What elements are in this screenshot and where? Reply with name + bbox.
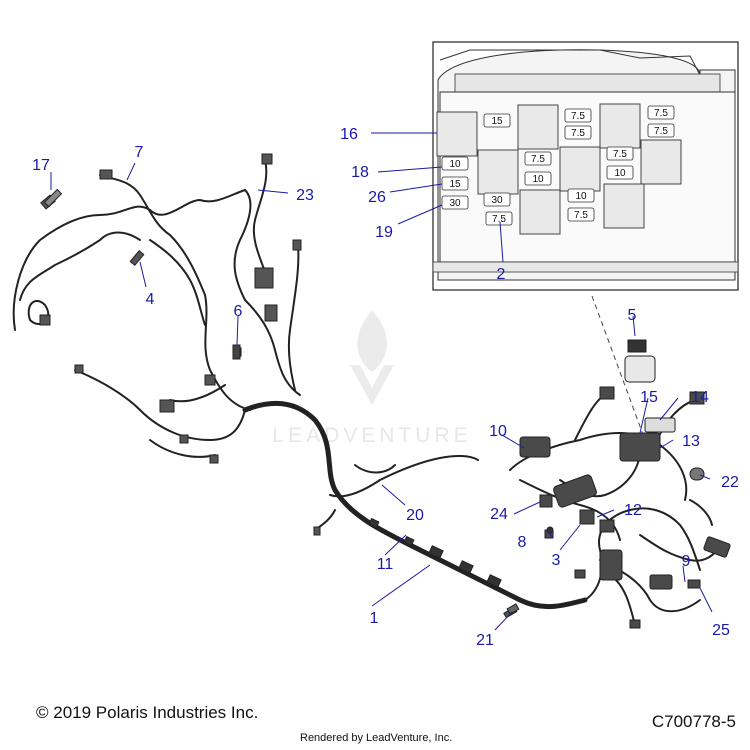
fuse-slots xyxy=(441,105,675,226)
callout-4: 4 xyxy=(146,291,155,308)
callout-9: 9 xyxy=(682,553,691,570)
upper-harness xyxy=(12,159,301,458)
svg-text:30: 30 xyxy=(449,198,461,209)
callout-23: 23 xyxy=(296,187,314,204)
svg-text:15: 15 xyxy=(491,116,503,127)
callout-26: 26 xyxy=(368,189,386,206)
leader-lines xyxy=(50,132,713,631)
drawing-number: C700778-5 xyxy=(651,712,736,731)
callout-6: 6 xyxy=(234,303,243,320)
upper-harness-connectors xyxy=(39,153,302,464)
relay-blocks xyxy=(436,103,682,235)
svg-text:10: 10 xyxy=(449,159,461,170)
svg-text:7.5: 7.5 xyxy=(531,154,545,165)
right-harness-connectors xyxy=(519,386,731,629)
callout-21: 21 xyxy=(476,632,494,649)
rendered-by-credit: Rendered by LeadVenture, Inc. xyxy=(300,732,453,744)
main-harness-sleeve xyxy=(313,517,518,619)
callout-24: 24 xyxy=(490,506,508,523)
callout-5: 5 xyxy=(628,307,637,324)
callout-2: 2 xyxy=(497,266,506,283)
watermark-text: LEADVENTURE xyxy=(272,424,471,447)
svg-text:7.5: 7.5 xyxy=(492,214,506,225)
detail-link-line xyxy=(591,295,646,441)
fuse-box-detail: 15 7.5 7.5 7.5 7.5 10 7.5 7.5 15 10 10 3… xyxy=(432,41,739,291)
fuse-ratings: 15 7.5 7.5 7.5 7.5 10 7.5 7.5 15 10 10 3… xyxy=(449,108,668,225)
callout-10: 10 xyxy=(489,423,507,440)
callout-22: 22 xyxy=(721,474,739,491)
svg-text:10: 10 xyxy=(575,191,587,202)
svg-text:7.5: 7.5 xyxy=(571,128,585,139)
svg-text:7.5: 7.5 xyxy=(574,210,588,221)
callout-18: 18 xyxy=(351,164,369,181)
svg-text:30: 30 xyxy=(491,195,503,206)
callout-11: 11 xyxy=(377,556,394,573)
callout-25: 25 xyxy=(712,622,730,639)
copyright-text: © 2019 Polaris Industries Inc. xyxy=(36,703,259,722)
callout-12: 12 xyxy=(624,502,642,519)
svg-text:7.5: 7.5 xyxy=(571,111,585,122)
callout-labels: 1 2 3 4 5 6 7 8 9 10 11 12 13 14 15 16 1… xyxy=(32,126,739,649)
svg-text:7.5: 7.5 xyxy=(613,149,627,160)
svg-text:15: 15 xyxy=(449,179,461,190)
svg-text:10: 10 xyxy=(614,168,626,179)
svg-text:10: 10 xyxy=(532,174,544,185)
callout-15: 15 xyxy=(640,389,658,406)
callout-13: 13 xyxy=(682,433,700,450)
callout-7: 7 xyxy=(135,144,144,161)
svg-text:7.5: 7.5 xyxy=(654,126,668,137)
loose-parts xyxy=(43,188,656,615)
callout-16: 16 xyxy=(340,126,358,143)
callout-19: 19 xyxy=(375,224,393,241)
callout-14: 14 xyxy=(691,389,709,406)
watermark: LEADVENTURE xyxy=(272,310,471,447)
callout-17: 17 xyxy=(32,157,50,174)
callout-3: 3 xyxy=(552,552,561,569)
right-harness xyxy=(509,394,721,626)
callout-20: 20 xyxy=(406,507,424,524)
svg-text:7.5: 7.5 xyxy=(654,108,668,119)
callout-8: 8 xyxy=(518,534,527,551)
callout-1: 1 xyxy=(370,610,379,627)
